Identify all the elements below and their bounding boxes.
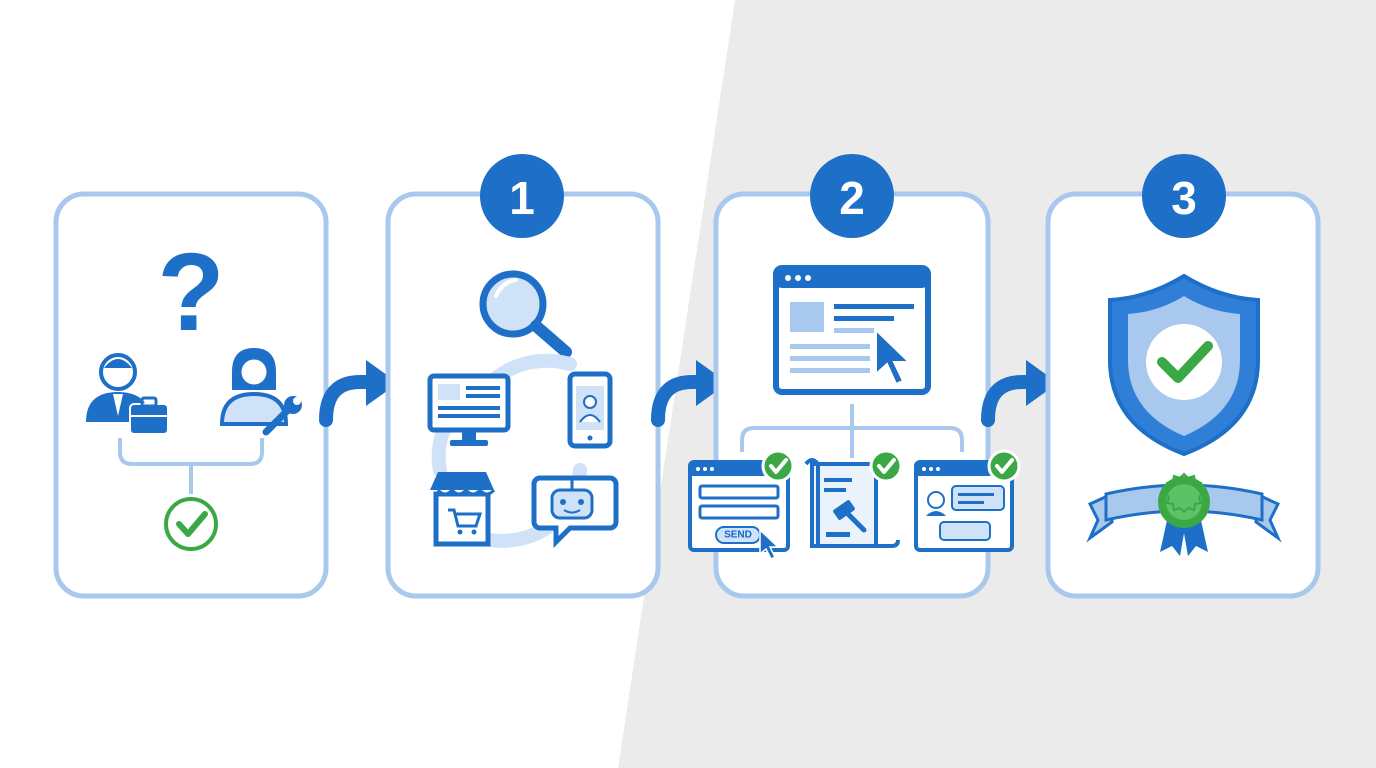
- step-badge-3: 3: [1142, 154, 1226, 238]
- green-check-icon: [987, 449, 1021, 483]
- svg-text:SEND: SEND: [724, 530, 752, 541]
- green-check-icon: [164, 497, 218, 551]
- svg-text:3: 3: [1171, 172, 1197, 224]
- wrench-icon: [262, 396, 302, 436]
- flow-arrow-3: [981, 360, 1058, 427]
- legal-document-gavel-icon: [804, 458, 900, 548]
- svg-text:2: 2: [839, 172, 865, 224]
- magnifier-icon: [479, 270, 572, 358]
- award-ribbon-icon: [1086, 472, 1282, 556]
- green-check-icon: [761, 449, 795, 483]
- panel-step-1: 1: [385, 154, 661, 599]
- monitor-icon: [427, 373, 511, 446]
- panel-intro: ?: [53, 191, 329, 599]
- chatbot-icon: [531, 475, 619, 549]
- flow-arrow-2: [651, 360, 728, 427]
- browser-cursor-icon: [773, 265, 931, 395]
- step-badge-1: 1: [480, 154, 564, 238]
- panel-step-2: 2: [688, 154, 1021, 599]
- svg-text:1: 1: [509, 172, 535, 224]
- storefront-cart-icon: [430, 472, 496, 547]
- briefcase-icon: [129, 396, 169, 435]
- step-badge-2: 2: [810, 154, 894, 238]
- green-check-icon: [869, 449, 903, 483]
- question-mark-icon: ?: [157, 231, 224, 354]
- chat-window-icon: [914, 460, 1014, 552]
- flow-arrow-1: [319, 360, 398, 427]
- smartphone-icon: [567, 371, 613, 449]
- shield-check-icon: [1108, 273, 1260, 457]
- panel-step-3: 3: [1045, 154, 1321, 599]
